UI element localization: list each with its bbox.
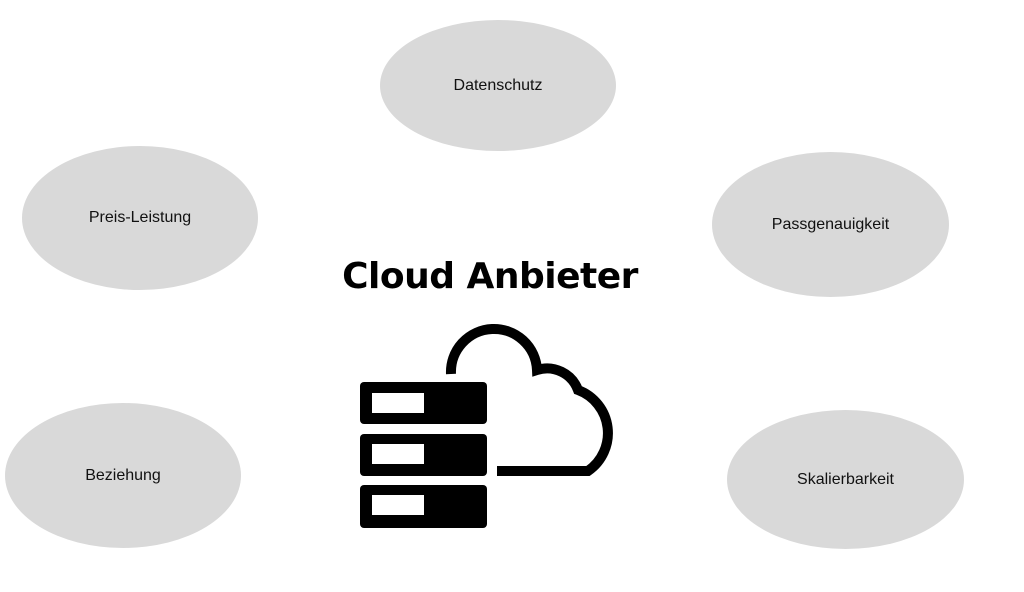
node-datenschutz: Datenschutz [380,20,616,151]
node-beziehung: Beziehung [5,403,241,548]
node-passgenauigkeit: Passgenauigkeit [712,152,949,297]
server-stack-icon [360,382,487,528]
node-label: Beziehung [85,466,161,484]
node-label: Preis-Leistung [88,209,192,226]
node-label: Skalierbarkeit [797,470,894,488]
cloud-outline-icon [445,323,613,476]
node-label: Passgenauigkeit [771,215,890,233]
node-preis-leistung: Preis-Leistung [22,146,258,290]
node-label: Datenschutz [453,76,543,94]
diagram-title: Cloud Anbieter [342,256,638,297]
node-skalierbarkeit: Skalierbarkeit [727,410,964,549]
